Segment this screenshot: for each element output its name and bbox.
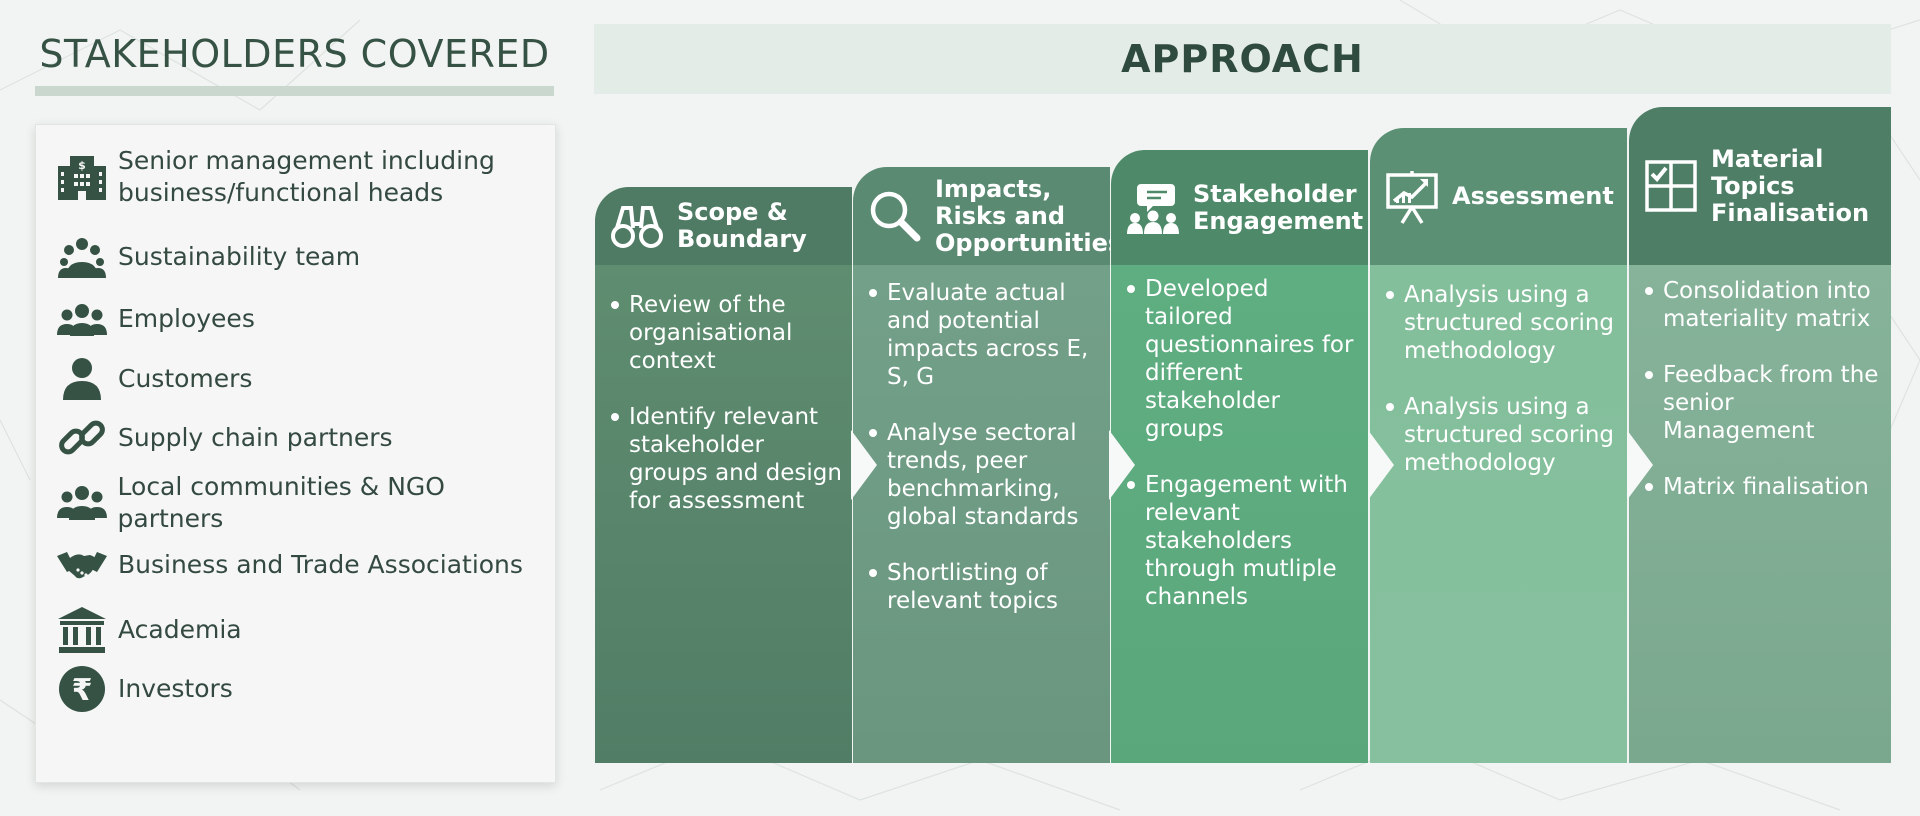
stakeholder-list-panel: $ Senior management including business/f… xyxy=(35,124,556,783)
step-bullet: Review of the organisational context xyxy=(609,291,842,375)
approach-title: APPROACH xyxy=(1121,37,1364,81)
step-bullet-list: Analysis using a structured scoring meth… xyxy=(1384,281,1617,505)
step-material-topics: Material Topics Finalisation Consolidati… xyxy=(1629,107,1891,763)
step-bullet: Shortlisting of relevant topics xyxy=(867,559,1100,615)
step-impacts-risks: Impacts, Risks and Opportunities Evaluat… xyxy=(853,167,1122,763)
chevron-arrow-2 xyxy=(1109,430,1135,500)
person-icon xyxy=(54,353,110,405)
building-icon: $ xyxy=(54,151,110,203)
step-bullet: Analysis using a structured scoring meth… xyxy=(1384,281,1617,365)
chevron-arrow-3 xyxy=(1368,430,1394,500)
step-bullet: Matrix finalisation xyxy=(1643,473,1881,501)
checklist-grid-icon xyxy=(1641,156,1701,216)
svg-text:₹: ₹ xyxy=(72,673,93,708)
step-stakeholder-engagement: Stakeholder Engagement Developed tailore… xyxy=(1111,150,1368,763)
step-bullet-list: Evaluate actual and potential impacts ac… xyxy=(867,279,1100,643)
step-bullet: Analysis using a structured scoring meth… xyxy=(1384,393,1617,477)
stakeholder-label: Customers xyxy=(118,364,253,393)
step-bullet: Consolidation into materiality matrix xyxy=(1643,277,1881,333)
step-header: Scope & Boundary xyxy=(595,187,852,265)
magnifier-icon xyxy=(865,186,925,246)
step-body: Review of the organisational context Ide… xyxy=(595,265,852,763)
step-bullet: Engagement with relevant stakeholders th… xyxy=(1125,471,1358,611)
handshake-icon xyxy=(54,539,110,591)
step-bullet: Analyse sectoral trends, peer benchmarki… xyxy=(867,419,1100,531)
stakeholder-item-academia: Academia xyxy=(54,604,242,656)
stakeholder-item-investors: ₹ Investors xyxy=(54,663,233,715)
stakeholder-item-senior-management: $ Senior management including business/f… xyxy=(54,145,495,209)
heading-underline xyxy=(35,86,554,96)
stakeholder-item-sustainability-team: Sustainability team xyxy=(54,231,360,283)
presentation-chart-icon xyxy=(1382,167,1442,227)
step-title: Scope & Boundary xyxy=(677,198,807,253)
community-icon xyxy=(54,477,110,529)
step-body: Evaluate actual and potential impacts ac… xyxy=(853,265,1110,763)
step-bullet: Evaluate actual and potential impacts ac… xyxy=(867,279,1100,391)
step-bullet-list: Developed tailored questionnaires for di… xyxy=(1125,275,1358,639)
svg-text:$: $ xyxy=(78,159,86,172)
step-body: Analysis using a structured scoring meth… xyxy=(1370,265,1627,763)
stakeholder-item-supply-chain: Supply chain partners xyxy=(54,412,393,464)
stakeholder-label: Business and Trade Associations xyxy=(118,550,523,579)
stakeholder-label: Local communities & NGO partners xyxy=(117,472,445,533)
stakeholder-item-employees: Employees xyxy=(54,293,255,345)
stakeholder-label: Sustainability team xyxy=(118,242,361,271)
stakeholder-label: Supply chain partners xyxy=(118,423,393,452)
step-scope-boundary: Scope & Boundary Review of the organisat… xyxy=(595,187,852,763)
stakeholder-label: Employees xyxy=(118,304,255,333)
step-title: Assessment xyxy=(1452,182,1614,210)
group-icon xyxy=(54,293,110,345)
step-header: Material Topics Finalisation xyxy=(1629,107,1891,265)
step-assessment: Assessment Analysis using a structured s… xyxy=(1370,128,1627,763)
step-title: Stakeholder Engagement xyxy=(1193,179,1364,235)
stakeholder-label: Senior management including business/fun… xyxy=(118,146,495,207)
stakeholder-label: Investors xyxy=(118,674,233,703)
institution-icon xyxy=(54,604,110,656)
stakeholder-item-communities: Local communities & NGO partners xyxy=(54,471,555,535)
step-body: Consolidation into materiality matrix Fe… xyxy=(1629,265,1891,763)
chevron-arrow-1 xyxy=(851,430,877,500)
step-bullet: Feedback from the senior Management xyxy=(1643,361,1881,445)
step-bullet-list: Consolidation into materiality matrix Fe… xyxy=(1643,277,1881,529)
speech-group-icon xyxy=(1123,178,1183,238)
stakeholder-item-customers: Customers xyxy=(54,353,252,405)
chevron-arrow-4 xyxy=(1627,430,1653,500)
binoculars-icon xyxy=(607,196,667,256)
chain-link-icon xyxy=(54,412,110,464)
stakeholders-heading: STAKEHOLDERS COVERED xyxy=(39,32,550,76)
stakeholder-item-associations: Business and Trade Associations xyxy=(54,539,523,591)
step-title: Material Topics Finalisation xyxy=(1711,144,1870,227)
approach-header: APPROACH xyxy=(594,24,1891,94)
rupee-icon: ₹ xyxy=(54,663,110,715)
team-icon xyxy=(54,231,110,283)
step-header: Assessment xyxy=(1370,128,1627,265)
step-bullet: Identify relevant stakeholder groups and… xyxy=(609,403,842,515)
step-header: Impacts, Risks and Opportunities xyxy=(853,167,1122,265)
step-body: Developed tailored questionnaires for di… xyxy=(1111,265,1368,763)
stakeholder-label: Academia xyxy=(118,615,242,644)
step-bullet-list: Review of the organisational context Ide… xyxy=(609,291,842,543)
step-title: Impacts, Risks and Opportunities xyxy=(935,174,1123,257)
step-header: Stakeholder Engagement xyxy=(1111,150,1368,265)
step-bullet: Developed tailored questionnaires for di… xyxy=(1125,275,1358,443)
